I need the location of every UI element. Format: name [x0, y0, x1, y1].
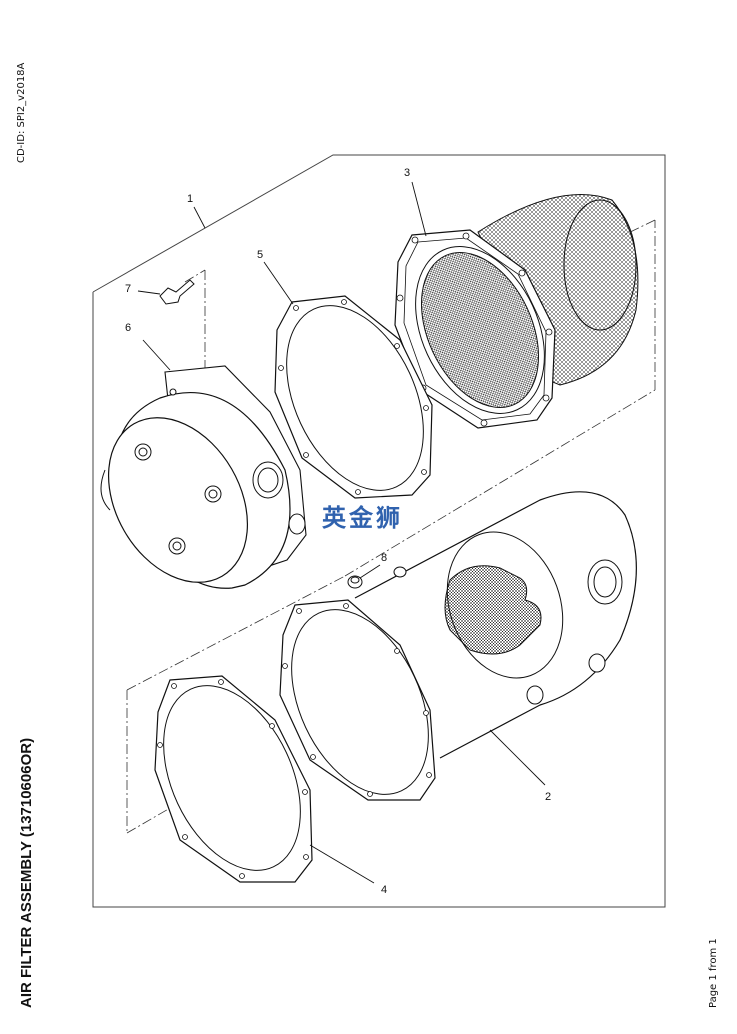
page-indicator: Page 1 from 1	[708, 938, 719, 1008]
cd-id-label: CD-ID: SPI2_v2018A	[16, 62, 27, 163]
callout-1: 1	[187, 193, 193, 205]
leader-lines	[137, 181, 546, 884]
callout-2: 2	[545, 791, 551, 803]
callout-4: 4	[381, 884, 387, 896]
gasket-upper	[274, 295, 433, 499]
filter-housing	[279, 491, 637, 801]
watermark-logo: 英金狮	[322, 504, 403, 532]
callout-7: 7	[125, 283, 131, 295]
bolt	[159, 279, 195, 305]
assembly-frame	[92, 154, 666, 908]
drain-plug	[347, 575, 363, 589]
callout-labels: 1 2 3 4 5 6 7 8	[125, 167, 551, 896]
filter-cover	[100, 365, 307, 589]
callout-8: 8	[381, 552, 387, 564]
diagram-title: AIR FILTER ASSEMBLY (13710606OR)	[18, 737, 35, 1008]
filter-cartridge	[394, 194, 639, 429]
callout-5: 5	[257, 249, 263, 261]
callout-3: 3	[404, 167, 410, 179]
gasket-lower	[154, 675, 313, 883]
callout-6: 6	[125, 322, 131, 334]
